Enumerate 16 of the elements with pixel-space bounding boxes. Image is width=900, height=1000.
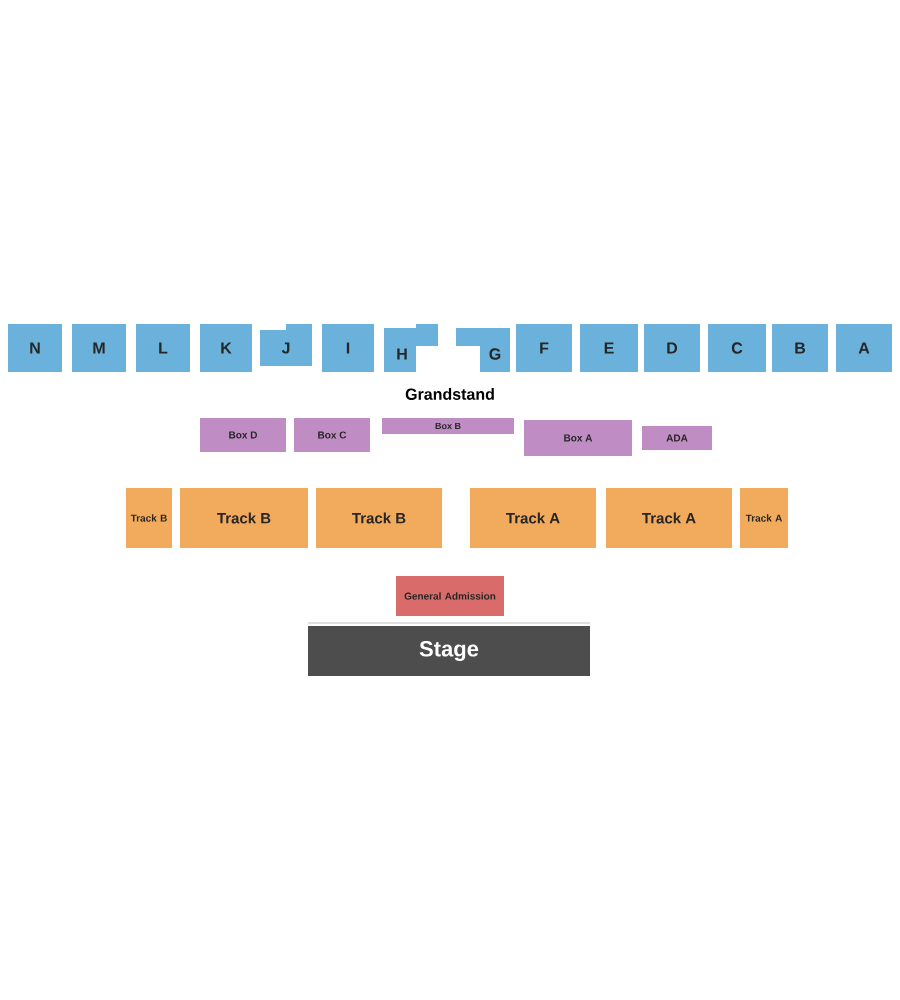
seating-section: B	[772, 324, 828, 372]
seating-section: L	[136, 324, 190, 372]
area-heading: Grandstand	[405, 388, 494, 400]
seating-section: E	[580, 324, 638, 372]
seating-section: F	[516, 324, 572, 372]
seating-section: D	[644, 324, 700, 372]
seating-section: N	[8, 324, 62, 372]
seating-section: A	[836, 324, 892, 372]
seating-section: K	[200, 324, 252, 372]
stage: Stage	[307, 622, 591, 676]
seating-section: J	[260, 324, 312, 366]
seating-section: C	[708, 324, 766, 372]
seating-section: M	[72, 324, 126, 372]
seating-section: G	[456, 328, 510, 372]
seating-section: I	[322, 324, 374, 372]
seating-section: H	[384, 324, 438, 372]
